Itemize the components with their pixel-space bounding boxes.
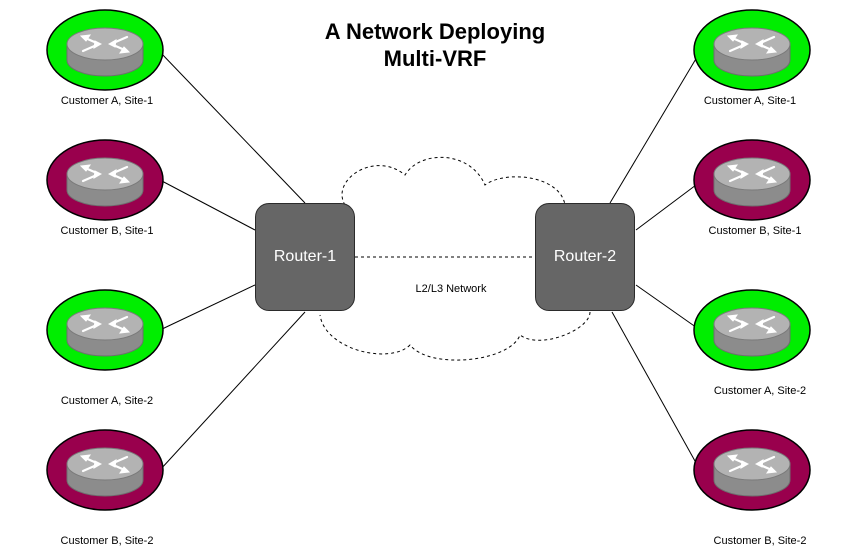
left-site-1-label: Customer A, Site-1	[60, 95, 154, 107]
right-site-3-node	[693, 289, 811, 371]
right-site-4-label: Customer B, Site-2	[713, 535, 807, 547]
left-site-4-router-icon	[65, 446, 145, 498]
right-site-3-label: Customer A, Site-2	[713, 385, 807, 397]
link-lines	[159, 51, 701, 471]
right-site-2-node	[693, 139, 811, 221]
left-site-2-label: Customer B, Site-1	[60, 225, 154, 237]
left-site-3-router-icon	[65, 306, 145, 358]
left-site-4-label: Customer B, Site-2	[60, 535, 154, 547]
right-site-4-router-icon	[712, 446, 792, 498]
router-2: Router-2	[535, 203, 635, 311]
left-site-4-node	[46, 429, 164, 511]
link-r2-a2	[635, 284, 701, 331]
right-site-2-router-icon	[712, 156, 792, 208]
link-r1-b2	[159, 311, 306, 471]
router-2-label: Router-2	[553, 248, 617, 265]
router-1-label: Router-1	[273, 248, 337, 265]
link-r1-b1	[159, 179, 256, 231]
right-site-1-router-icon	[712, 26, 792, 78]
left-site-2-node	[46, 139, 164, 221]
right-site-2-label: Customer B, Site-1	[708, 225, 802, 237]
left-site-2-router-icon	[65, 156, 145, 208]
left-site-1-router-icon	[65, 26, 145, 78]
link-r1-a2	[159, 284, 256, 331]
diagram-title: A Network Deploying Multi-VRF	[285, 18, 585, 72]
right-site-4-node	[693, 429, 811, 511]
right-site-1-label: Customer A, Site-1	[703, 95, 797, 107]
link-r2-b1	[635, 181, 701, 231]
link-r2-b2	[611, 311, 701, 471]
right-site-1-node	[693, 9, 811, 91]
link-r1-a1	[159, 51, 306, 204]
network-cloud	[319, 156, 591, 361]
title-line-2: Multi-VRF	[383, 46, 487, 71]
title-line-1: A Network Deploying	[324, 19, 546, 44]
link-r2-a1	[609, 51, 701, 204]
left-site-1-node	[46, 9, 164, 91]
right-site-3-router-icon	[712, 306, 792, 358]
left-site-3-label: Customer A, Site-2	[60, 395, 154, 407]
router-1: Router-1	[255, 203, 355, 311]
left-site-3-node	[46, 289, 164, 371]
network-label: L2/L3 Network	[415, 283, 487, 295]
